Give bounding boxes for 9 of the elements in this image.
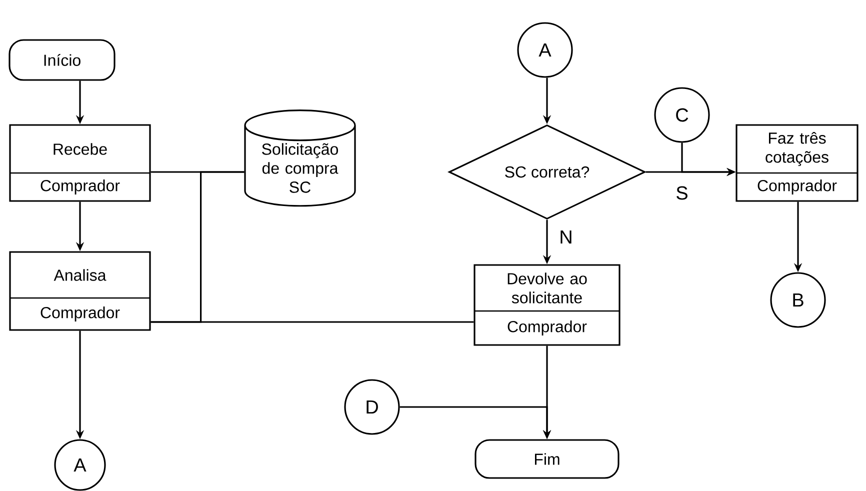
database-cylinder: Solicitação de compra SC [244,110,356,207]
process-box: Recebe Comprador [9,124,151,202]
process-box: Analisa Comprador [9,251,151,331]
terminal-box: Início [8,39,116,81]
edge-label: S [676,186,688,200]
edge-label: N [560,230,572,244]
terminal-box: Fim [474,439,620,479]
process-box: Devolve ao solicitante Comprador [474,264,620,346]
process-box: Faz três cotações Comprador [736,124,858,202]
